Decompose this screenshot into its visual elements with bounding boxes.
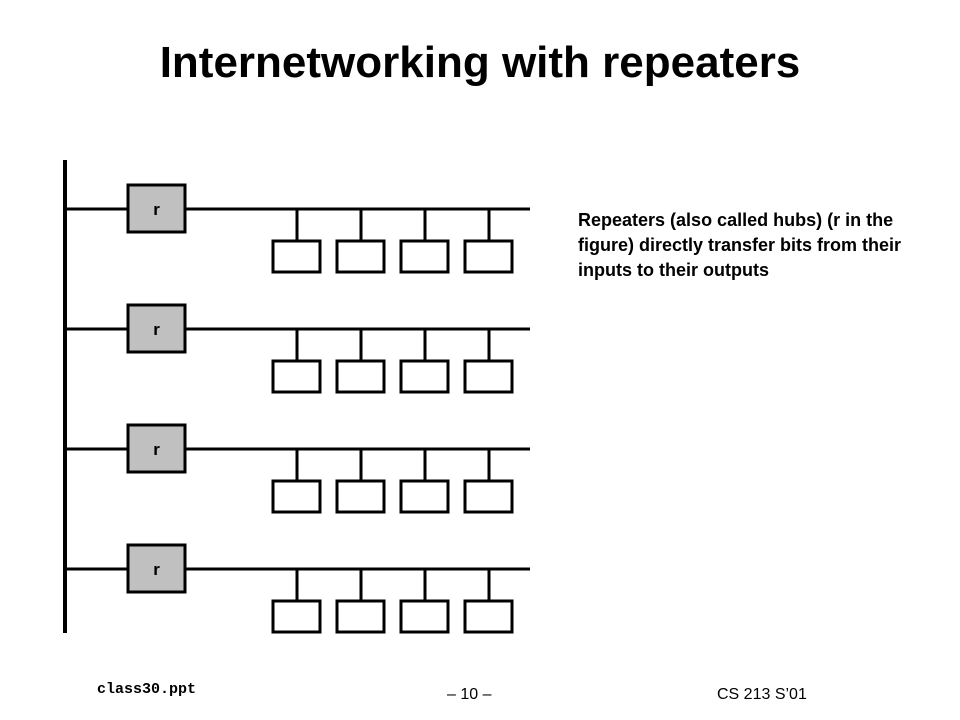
repeater-label: r xyxy=(153,560,160,579)
footer-page-number: – 10 – xyxy=(447,686,492,703)
host-box xyxy=(271,479,322,514)
host-box xyxy=(399,239,450,274)
description-text: Repeaters (also called hubs) (r in the f… xyxy=(578,210,902,280)
host-box xyxy=(463,239,514,274)
host-box xyxy=(335,239,386,274)
repeater-label: r xyxy=(153,200,160,219)
host-box xyxy=(399,479,450,514)
repeater-label: r xyxy=(153,320,160,339)
repeater-box xyxy=(126,423,187,474)
host-box xyxy=(463,599,514,634)
slide-title: Internetworking with repeaters xyxy=(159,38,801,87)
host-box xyxy=(399,359,450,394)
footer-filename: class30.ppt xyxy=(97,681,197,698)
host-box xyxy=(335,599,386,634)
host-box xyxy=(335,479,386,514)
host-box xyxy=(463,479,514,514)
footer-course: CS 213 S’01 xyxy=(717,686,807,703)
host-box xyxy=(399,599,450,634)
host-box xyxy=(271,599,322,634)
host-box xyxy=(335,359,386,394)
repeater-label: r xyxy=(153,440,160,459)
host-box xyxy=(271,359,322,394)
host-box xyxy=(271,239,322,274)
host-box xyxy=(463,359,514,394)
repeater-box xyxy=(126,543,187,594)
